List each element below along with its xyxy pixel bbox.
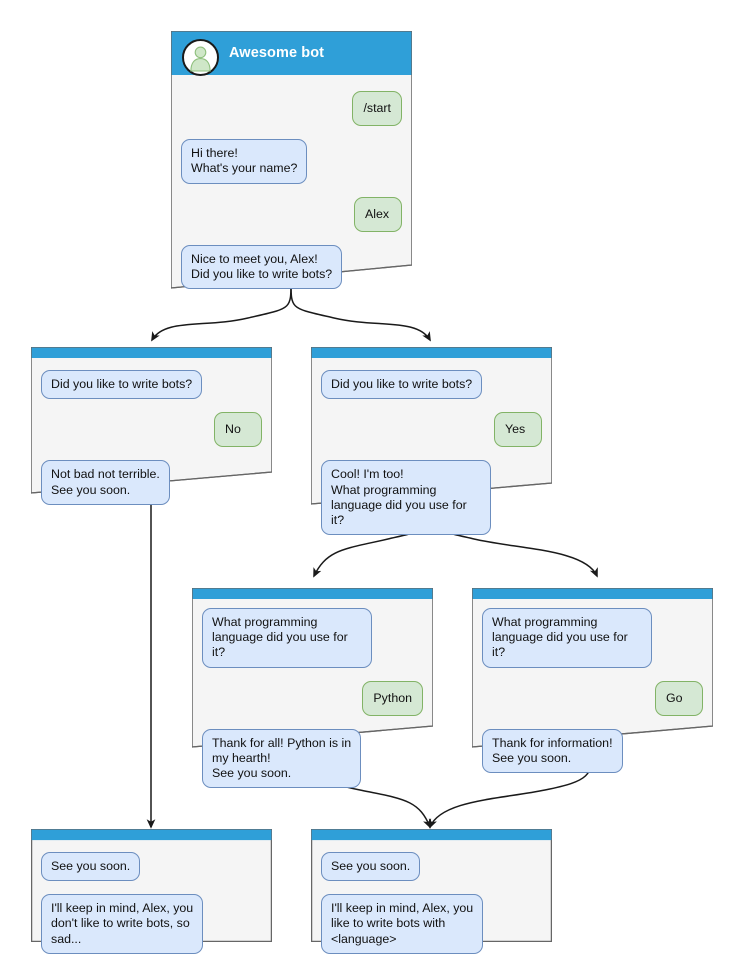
message-row: Hi there! What's your name? <box>181 139 402 184</box>
node-no-branch-body: Did you like to write bots? No Not bad n… <box>31 347 272 505</box>
user-message-bubble: Python <box>362 680 423 716</box>
message-row: Not bad not terrible. See you soon. <box>41 460 262 505</box>
bot-message-bubble: What programming language did you use fo… <box>482 608 652 668</box>
node-yes-branch[interactable]: Did you like to write bots? Yes Cool! I'… <box>311 347 552 536</box>
node-yes-branch-body: Did you like to write bots? Yes Cool! I'… <box>311 347 552 536</box>
person-avatar-icon <box>182 39 219 76</box>
bot-message-bubble: Not bad not terrible. See you soon. <box>41 460 170 505</box>
message-row: No <box>41 412 262 448</box>
message-row: I'll keep in mind, Alex, you don't like … <box>41 894 262 954</box>
user-message-bubble: Yes <box>494 412 542 448</box>
node-go-branch[interactable]: What programming language did you use fo… <box>472 588 713 774</box>
message-row: Thank for all! Python is in my hearth! S… <box>202 728 423 789</box>
bot-message-bubble: Hi there! What's your name? <box>181 139 308 184</box>
node-no-branch[interactable]: Did you like to write bots? No Not bad n… <box>31 347 272 505</box>
node-go-branch-body: What programming language did you use fo… <box>472 588 713 774</box>
message-row: Nice to meet you, Alex! Did you like to … <box>181 244 402 290</box>
node-end-happy[interactable]: See you soon. I'll keep in mind, Alex, y… <box>311 829 552 954</box>
node-end-sad-body: See you soon. I'll keep in mind, Alex, y… <box>31 829 272 954</box>
bot-message-bubble: See you soon. <box>321 852 421 882</box>
user-message-bubble: /start <box>352 91 402 127</box>
user-message-bubble: Alex <box>354 196 402 232</box>
message-row: I'll keep in mind, Alex, you like to wri… <box>321 894 542 954</box>
bot-message-bubble: Did you like to write bots? <box>41 370 203 400</box>
message-row: Go <box>482 680 703 716</box>
message-row: /start <box>181 91 402 127</box>
message-row: Did you like to write bots? <box>321 370 542 400</box>
bot-message-bubble: See you soon. <box>41 852 141 882</box>
node-python-branch[interactable]: What programming language did you use fo… <box>192 588 433 789</box>
node-root-body: Awesome bot /start Hi there! What's your… <box>171 31 412 290</box>
message-row: What programming language did you use fo… <box>482 608 703 668</box>
message-row: What programming language did you use fo… <box>202 608 423 668</box>
bot-message-bubble: Cool! I'm too! What programming language… <box>321 460 491 536</box>
message-row: Thank for information! See you soon. <box>482 728 703 774</box>
node-python-branch-body: What programming language did you use fo… <box>192 588 433 789</box>
message-row: Alex <box>181 196 402 232</box>
node-end-sad[interactable]: See you soon. I'll keep in mind, Alex, y… <box>31 829 272 954</box>
bot-message-bubble: Thank for all! Python is in my hearth! S… <box>202 728 362 789</box>
bot-message-bubble: Did you like to write bots? <box>321 370 483 400</box>
message-row: See you soon. <box>321 852 542 882</box>
message-row: Python <box>202 680 423 716</box>
user-message-bubble: No <box>214 412 262 448</box>
node-root[interactable]: Awesome bot /start Hi there! What's your… <box>171 31 412 290</box>
message-row: See you soon. <box>41 852 262 882</box>
node-end-happy-body: See you soon. I'll keep in mind, Alex, y… <box>311 829 552 954</box>
bot-message-bubble: Thank for information! See you soon. <box>482 728 623 774</box>
message-row: Did you like to write bots? <box>41 370 262 400</box>
bot-name-label: Awesome bot <box>229 45 325 61</box>
bot-message-bubble: What programming language did you use fo… <box>202 608 372 668</box>
bot-message-bubble: Nice to meet you, Alex! Did you like to … <box>181 244 343 290</box>
user-message-bubble: Go <box>655 680 703 716</box>
bot-message-bubble: I'll keep in mind, Alex, you like to wri… <box>321 894 484 954</box>
message-row: Yes <box>321 412 542 448</box>
message-row: Cool! I'm too! What programming language… <box>321 460 542 536</box>
bot-message-bubble: I'll keep in mind, Alex, you don't like … <box>41 894 204 954</box>
